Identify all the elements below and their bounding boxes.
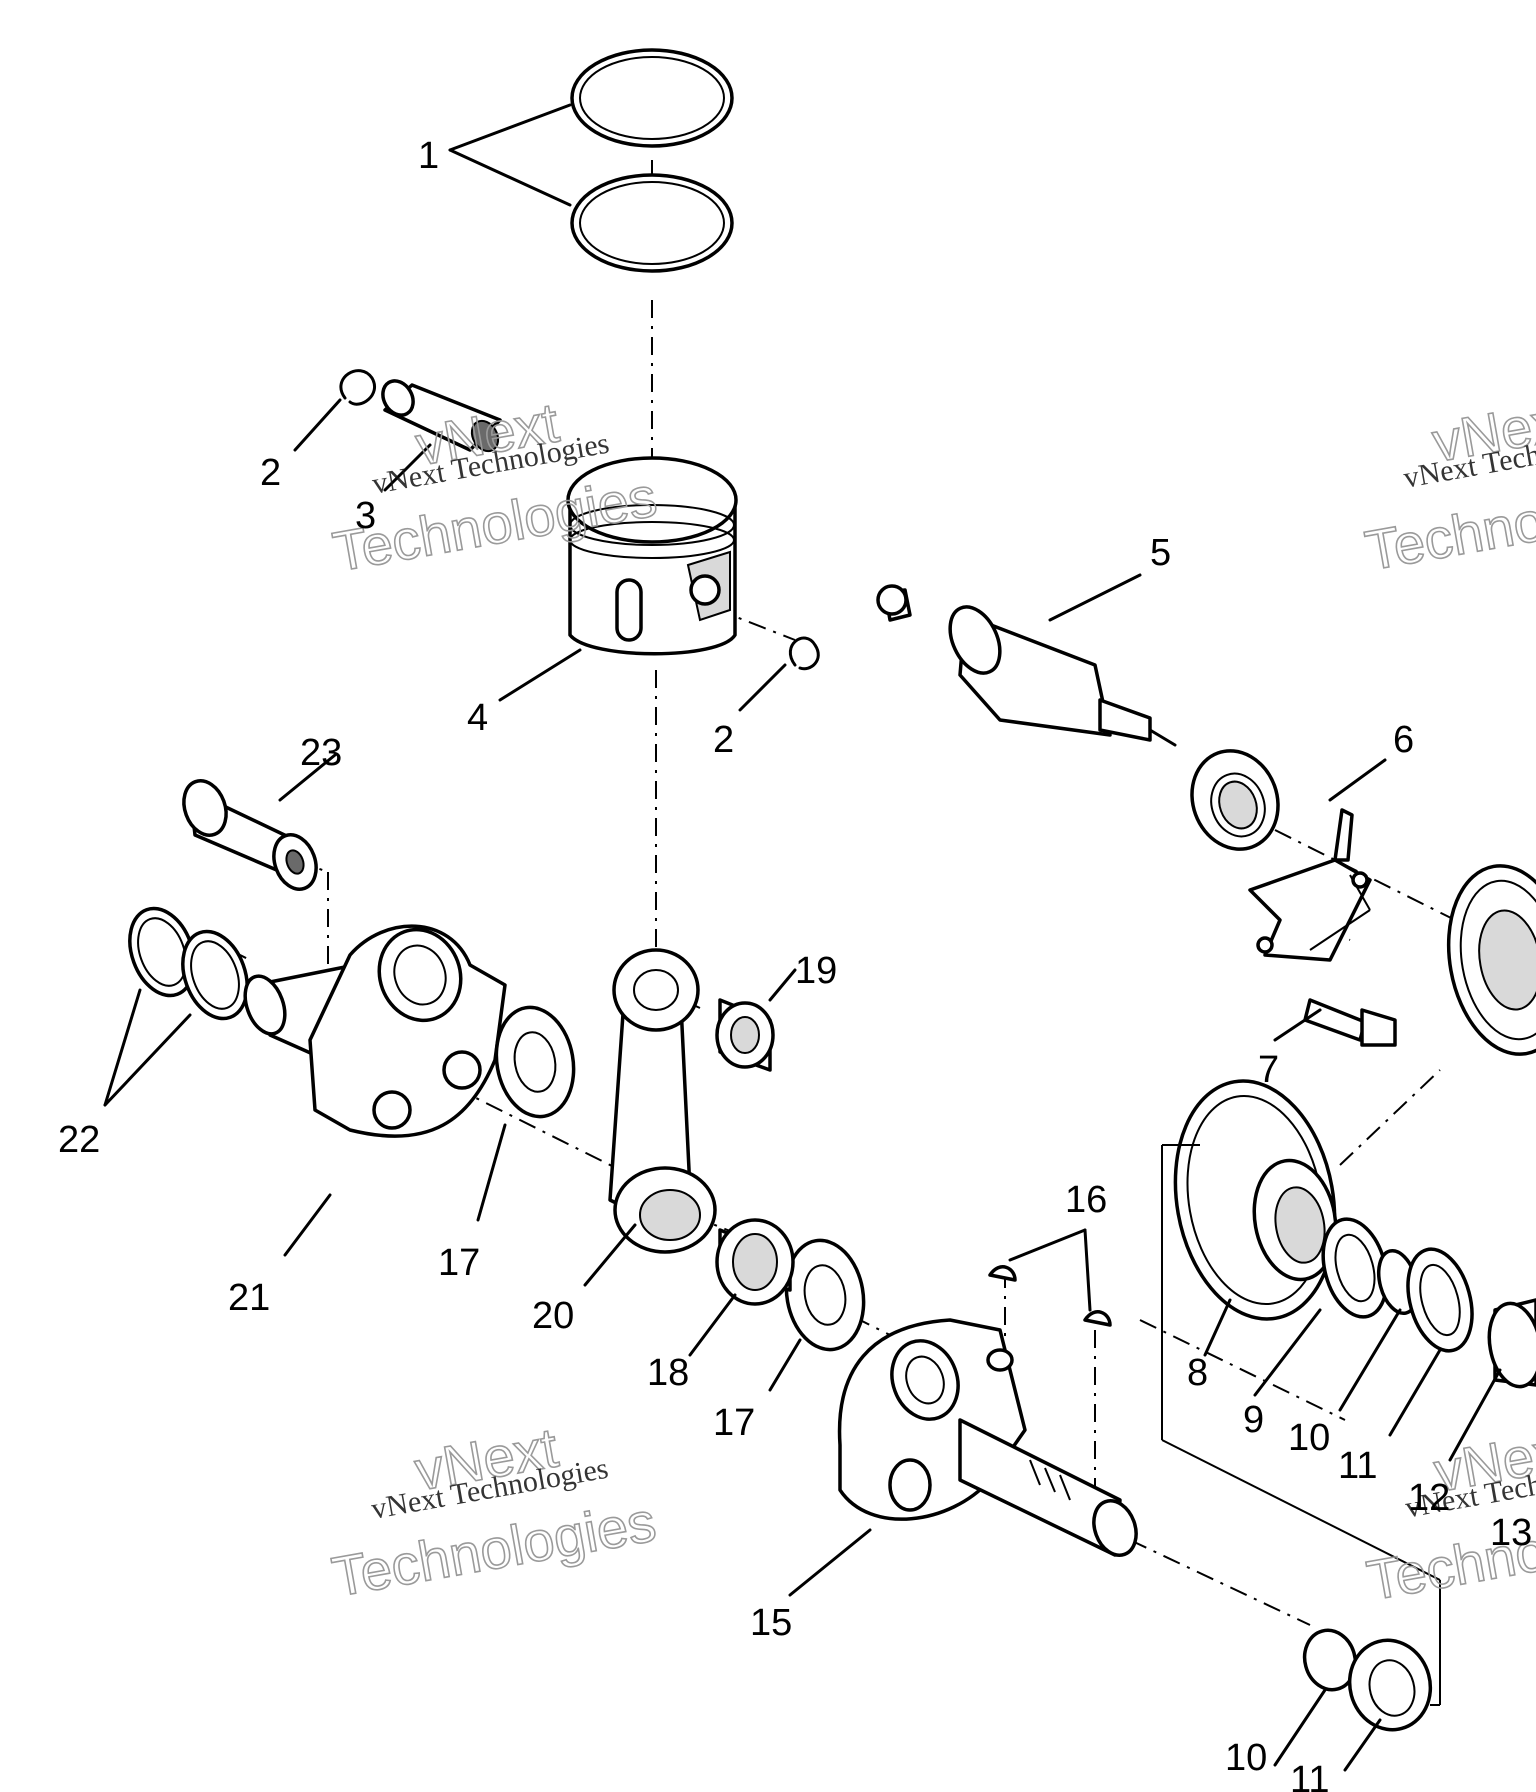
drive-shaft	[876, 584, 1177, 747]
callout-11: 11	[1290, 1759, 1329, 1792]
group-frame-lines	[1161, 874, 1441, 1706]
callout-labels: 1 2 2 3 4 5 6 7 8 9 10 10 11 11 12 13 15…	[58, 135, 1532, 1792]
callout-13: 13	[1490, 1512, 1532, 1554]
callout-11: 11	[1338, 1445, 1377, 1487]
piston-pin	[381, 379, 502, 453]
callout-2: 2	[260, 452, 281, 494]
bolt	[1303, 998, 1397, 1047]
circlip-left	[339, 369, 376, 406]
circlip-right	[788, 636, 820, 671]
seal-11-lower	[1347, 1638, 1433, 1732]
callout-1: 1	[418, 135, 439, 177]
seal-11	[1406, 1247, 1474, 1353]
watermark-bottom-left: vNext vNext Technologies Technologies	[327, 1415, 661, 1610]
piston	[566, 456, 738, 656]
connecting-rod	[608, 948, 717, 1254]
needle-bearing-small-end	[715, 998, 775, 1072]
callout-15: 15	[750, 1602, 792, 1644]
callout-16: 16	[1065, 1179, 1107, 1221]
crank-pin	[182, 779, 318, 891]
washer-right	[784, 1238, 866, 1352]
callout-10: 10	[1225, 1737, 1267, 1779]
leader-lines	[103, 103, 1502, 1772]
callout-19: 19	[795, 950, 837, 992]
bracket	[1248, 808, 1372, 962]
nut-12	[1487, 1298, 1536, 1389]
piston-rings	[570, 48, 734, 273]
snap-ring-10-lower	[1302, 1628, 1358, 1692]
callout-18: 18	[647, 1352, 689, 1394]
gear-lower	[1173, 1079, 1338, 1321]
thrust-washers	[128, 906, 249, 1021]
washer-left	[494, 1005, 576, 1119]
callout-23: 23	[300, 732, 342, 774]
crankshaft-right-half	[837, 1318, 1138, 1557]
callout-21: 21	[228, 1277, 270, 1319]
callout-12: 12	[1408, 1477, 1450, 1519]
crankshaft-left-half	[243, 924, 507, 1138]
callout-9: 9	[1243, 1399, 1264, 1441]
callout-17: 17	[713, 1402, 755, 1444]
callout-6: 6	[1393, 719, 1414, 761]
callout-10: 10	[1288, 1417, 1330, 1459]
callout-8: 8	[1187, 1352, 1208, 1394]
callout-4: 4	[467, 697, 488, 739]
callout-7: 7	[1258, 1049, 1279, 1091]
bearing-upper	[1190, 749, 1280, 851]
gear-upper-right	[1446, 864, 1536, 1056]
callout-20: 20	[532, 1295, 574, 1337]
needle-bearing-big-end	[715, 1218, 795, 1306]
callout-3: 3	[355, 495, 376, 537]
callout-5: 5	[1150, 532, 1171, 574]
woodruff-keys	[988, 1265, 1112, 1327]
watermark-top-right: vNext vNext Technologies Technologies	[1360, 386, 1536, 583]
callout-2: 2	[713, 719, 734, 761]
callout-17: 17	[438, 1242, 480, 1284]
callout-22: 22	[58, 1119, 100, 1161]
